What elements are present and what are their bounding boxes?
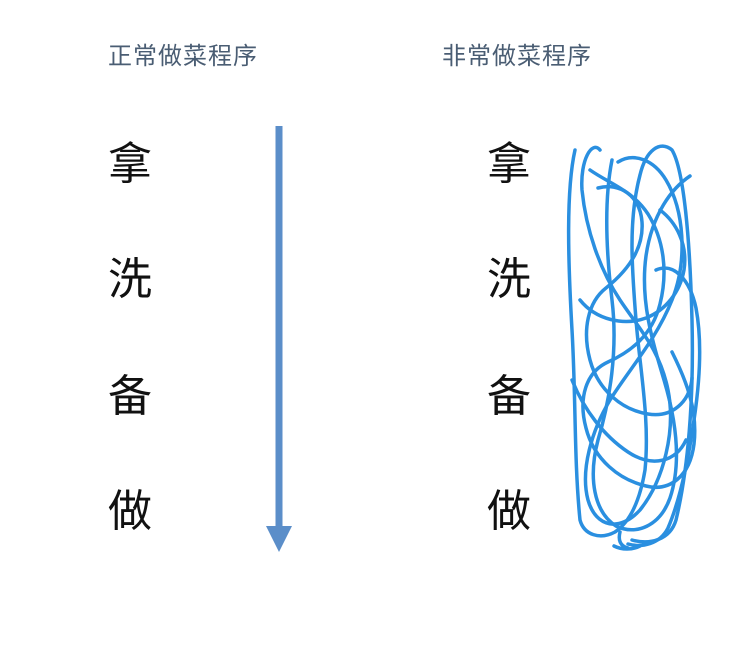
scribble-stroke-9: [612, 530, 642, 551]
abnormal-step-cook: 做: [487, 486, 531, 537]
scribble-stroke-7: [584, 184, 694, 417]
abnormal-step-wash: 洗: [487, 254, 531, 305]
normal-step-wash: 洗: [108, 254, 152, 305]
scribble-stroke-6: [578, 208, 687, 324]
scribble-stroke-5: [626, 266, 702, 548]
scribble-stroke-2: [580, 145, 684, 526]
abnormal-process-title: 非常做菜程序: [442, 42, 592, 70]
normal-step-prepare: 备: [108, 371, 152, 422]
arrow-head: [266, 526, 292, 552]
abnormal-step-take: 拿: [487, 139, 531, 190]
scribble-stroke-8: [570, 378, 688, 463]
scribble-stroke-4: [581, 168, 697, 489]
normal-process-title: 正常做菜程序: [108, 42, 258, 70]
scribble-stroke-3: [591, 158, 692, 532]
normal-step-take: 拿: [108, 139, 152, 190]
normal-step-cook: 做: [108, 486, 152, 537]
abnormal-step-prepare: 备: [487, 371, 531, 422]
